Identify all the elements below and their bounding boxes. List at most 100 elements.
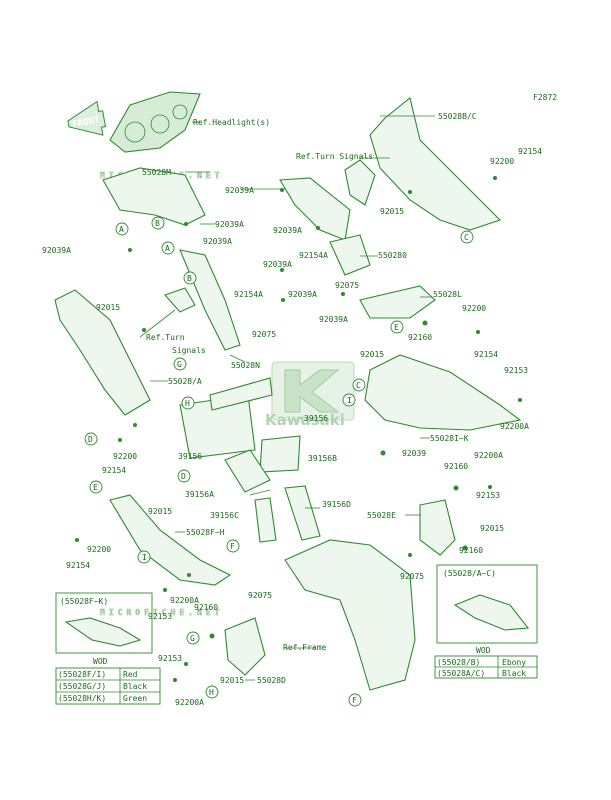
label-92015-right: 92015 <box>480 524 504 533</box>
label-92075-1: 92075 <box>335 281 359 290</box>
label-92039A-2: 92039A <box>215 220 244 229</box>
callout-H-1: H <box>181 396 195 410</box>
callout-I-2: I <box>137 550 151 564</box>
svg-text:F: F <box>352 696 357 705</box>
callout-C-2: C <box>352 378 366 392</box>
label-39156A: 39156A <box>185 490 214 499</box>
label-39156C: 39156C <box>210 511 239 520</box>
label-92039: 92039 <box>402 449 426 458</box>
label-550280: 550280 <box>378 251 407 260</box>
label-92153-3: 92153 <box>148 612 172 621</box>
cover-55028L <box>359 285 436 319</box>
inset-left-wod: WOD <box>93 657 108 666</box>
cowl-55028M <box>102 167 206 226</box>
label-92200-right: 92200 <box>462 304 486 313</box>
inset-right-color-1: Ebony <box>502 658 526 667</box>
label-92200-top: 92200 <box>490 157 514 166</box>
inset-right-title: (55028/A~C) <box>443 569 496 578</box>
label-ref-turn-signals-top: Ref.Turn Signals <box>296 152 373 161</box>
inset-right-code-1: (55028/B) <box>437 658 480 667</box>
callout-E-1: E <box>390 320 404 334</box>
svg-text:I: I <box>347 396 352 405</box>
label-92015-top: 92015 <box>380 207 404 216</box>
label-39156-2: 39156 <box>178 452 202 461</box>
svg-text:A: A <box>119 225 124 234</box>
label-92015-mid: 92015 <box>360 350 384 359</box>
watermark-bottom: MICROFICHE.NET <box>100 608 223 617</box>
label-39156B: 39156B <box>308 454 337 463</box>
label-92154A-2: 92154A <box>234 290 263 299</box>
callout-C-1: C <box>460 230 474 244</box>
svg-text:B: B <box>187 274 192 283</box>
label-92039A-4: 92039A <box>203 237 232 246</box>
inset-left-color-3: Green <box>123 694 147 703</box>
label-55028N: 55028N <box>231 361 260 370</box>
lower-fairing-55028IK <box>364 354 522 431</box>
label-92039A-6: 92039A <box>288 290 317 299</box>
label-ref-turn-2: Signals <box>172 346 206 355</box>
label-39156D: 39156D <box>322 500 351 509</box>
label-92154-right: 92154 <box>474 350 498 359</box>
callout-E-2: E <box>89 480 103 494</box>
figure-code: F2872 <box>533 93 557 102</box>
svg-text:A: A <box>165 244 170 253</box>
label-55028A: 55028/A <box>168 377 202 386</box>
inset-right-wod: WOD <box>476 646 491 655</box>
label-39156-1: 39156 <box>304 414 328 423</box>
callout-I-1: I <box>342 393 356 407</box>
label-92154-top: 92154 <box>518 147 542 156</box>
callout-F-2: F <box>348 693 362 707</box>
inset-left-color-1: Red <box>123 670 138 679</box>
label-92075-2: 92075 <box>252 330 276 339</box>
callout-G-1: G <box>173 357 187 371</box>
label-92153-1: 92153 <box>504 366 528 375</box>
side-fairing-55028A <box>54 289 151 416</box>
svg-text:E: E <box>394 323 399 332</box>
callout-D-1: D <box>84 432 98 446</box>
label-92075-3: 92075 <box>400 572 424 581</box>
svg-text:D: D <box>88 435 93 444</box>
svg-text:F: F <box>230 542 235 551</box>
label-92154-left: 92154 <box>102 466 126 475</box>
logo-text: Kawasaki <box>265 411 345 429</box>
decal-39156A <box>224 449 271 493</box>
label-92015-left: 92015 <box>96 303 120 312</box>
callout-G-2: G <box>186 631 200 645</box>
label-92200A-3: 92200A <box>170 596 199 605</box>
inset-left-code-2: (55028G/J) <box>58 682 106 691</box>
decal-39156D <box>284 485 321 541</box>
lower-fairing-55028FH <box>109 494 232 586</box>
label-92200-left: 92200 <box>113 452 137 461</box>
turn-signal-right <box>344 159 376 206</box>
decal-39156C <box>254 497 277 543</box>
label-92200A-2: 92200A <box>474 451 503 460</box>
label-55028D: 55028D <box>257 676 286 685</box>
svg-text:H: H <box>209 688 214 697</box>
decal-39156-upper <box>209 377 273 411</box>
label-92075-4: 92075 <box>248 591 272 600</box>
label-55028E: 55028E <box>367 511 396 520</box>
label-92200A-1: 92200A <box>500 422 529 431</box>
label-92039A-1: 92039A <box>225 186 254 195</box>
label-55028FH: 55028F~H <box>186 528 225 537</box>
svg-text:H: H <box>185 399 190 408</box>
svg-text:D: D <box>181 472 186 481</box>
inset-left-code-1: (55028F/I) <box>58 670 106 679</box>
leader-lines <box>139 115 435 681</box>
label-92039A-7: 92039A <box>319 315 348 324</box>
label-92153-4: 92153 <box>158 654 182 663</box>
frame <box>284 539 416 691</box>
cover-55028E <box>419 499 456 556</box>
callout-B-2: B <box>183 271 197 285</box>
inset-left-box: (55028F~K) WOD (55028F/I) Red (55028G/J)… <box>55 592 161 705</box>
label-92039A-3: 92039A <box>273 226 302 235</box>
svg-text:G: G <box>177 360 182 369</box>
callout-B-1: B <box>151 216 165 230</box>
label-92200-lower: 92200 <box>87 545 111 554</box>
label-92200A-4: 92200A <box>175 698 204 707</box>
label-ref-frame: Ref.Frame <box>283 643 327 652</box>
label-55028L: 55028L <box>433 290 462 299</box>
kawasaki-logo: Kawasaki <box>265 361 355 429</box>
inset-left-color-2: Black <box>123 682 147 691</box>
